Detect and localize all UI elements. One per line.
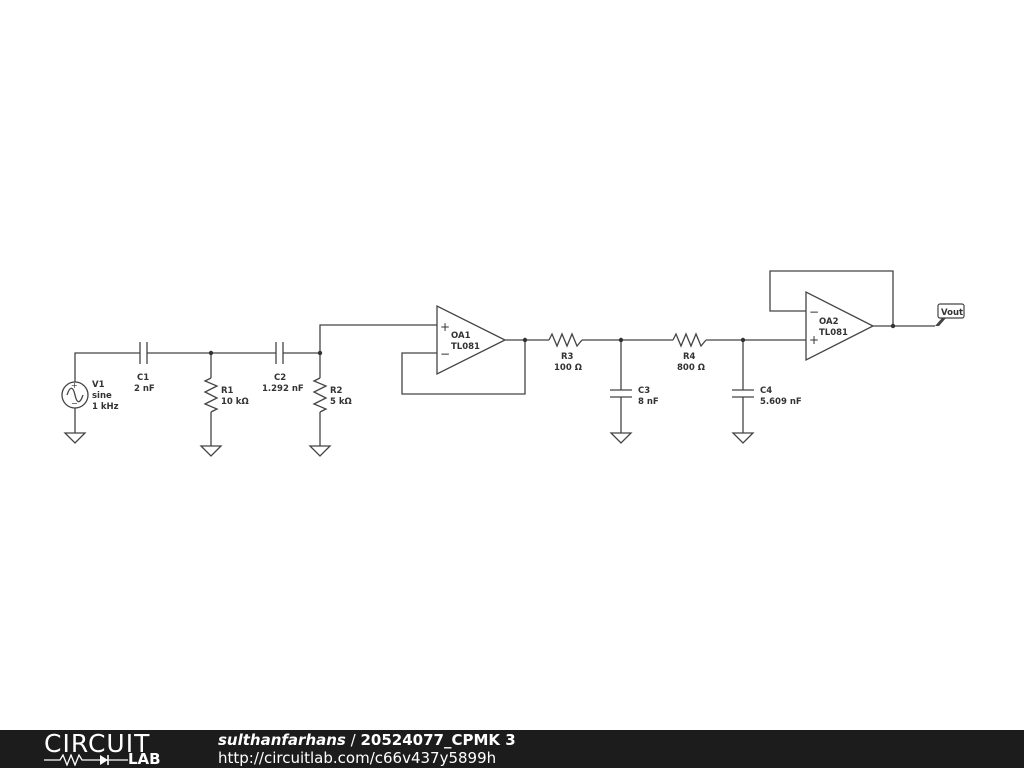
ground-icon xyxy=(731,432,755,444)
resistor-zigzag-icon xyxy=(672,332,707,348)
v1-value: 1 kHz xyxy=(92,402,119,412)
vout-box xyxy=(937,303,965,319)
oa2-model: TL081 xyxy=(819,328,848,338)
footer-bar: CIRCUIT LAB sulthanfarhans / 20524077_CP… xyxy=(0,730,1024,768)
oa2-plus-sign: + xyxy=(809,333,819,347)
v1-plus-sign: + xyxy=(71,381,78,390)
node-dot-r1 xyxy=(208,350,214,356)
v1-type: sine xyxy=(92,391,112,401)
resistor-r3[interactable]: R3 100 Ω xyxy=(548,332,583,373)
ground-icon xyxy=(308,445,332,457)
c2-value: 1.292 nF xyxy=(262,384,304,394)
capacitor-c2[interactable]: C2 1.292 nF xyxy=(262,342,304,394)
logo-resistor-diode-icon xyxy=(44,754,128,766)
capacitor-c1[interactable]: C1 2 nF xyxy=(134,342,155,394)
r1-value: 10 kΩ xyxy=(221,397,249,407)
c3-value: 8 nF xyxy=(638,397,659,407)
c1-name: C1 xyxy=(137,373,149,383)
opamp-triangle-icon xyxy=(805,290,875,362)
logo-text-circuit: CIRCUIT xyxy=(44,729,151,758)
c4-name: C4 xyxy=(760,386,772,396)
oa2-name: OA2 xyxy=(819,317,839,327)
ground-icon xyxy=(609,432,633,444)
r4-name: R4 xyxy=(683,352,696,362)
wire-oa1-feedback xyxy=(401,340,526,395)
circuit-url[interactable]: http://circuitlab.com/c66v437y5899h xyxy=(218,749,497,767)
wire-to-oa1-plus xyxy=(319,324,437,353)
capacitor-c4[interactable]: C4 5.609 nF xyxy=(732,386,802,407)
resistor-r2[interactable]: R2 5 kΩ xyxy=(312,377,352,413)
c3-name: C3 xyxy=(638,386,650,396)
c4-value: 5.609 nF xyxy=(760,397,802,407)
opamp-triangle-icon xyxy=(436,304,507,376)
r3-value: 100 Ω xyxy=(554,363,582,373)
c2-name: C2 xyxy=(274,373,286,383)
capacitor-c3[interactable]: C3 8 nF xyxy=(610,386,659,407)
oa1-model: TL081 xyxy=(451,342,480,352)
c1-value: 2 nF xyxy=(134,384,155,394)
wire-v1-c1 xyxy=(74,352,140,382)
r2-name: R2 xyxy=(330,386,343,396)
r4-value: 800 Ω xyxy=(677,363,705,373)
voltage-source-v1[interactable]: + − V1 sine 1 kHz xyxy=(61,380,119,412)
r3-name: R3 xyxy=(561,352,574,362)
oa1-plus-sign: + xyxy=(440,320,450,334)
node-dot-oa1-out xyxy=(522,337,528,343)
logo-text-lab: LAB xyxy=(128,750,161,768)
ground-icon xyxy=(199,445,223,457)
ground-icon xyxy=(63,432,87,444)
output-label-vout[interactable]: Vout xyxy=(935,303,965,326)
circuit-title[interactable]: 20524077_CPMK 3 xyxy=(360,731,516,749)
oa1-name: OA1 xyxy=(451,331,471,341)
node-dot-c4 xyxy=(740,337,746,343)
circuit-schematic: + − V1 sine 1 kHz C1 2 nF R1 10 kΩ C2 1.… xyxy=(61,270,965,457)
resistor-zigzag-icon xyxy=(203,377,219,413)
attribution-separator: / xyxy=(345,731,361,749)
node-dot-r2 xyxy=(317,350,323,356)
resistor-r1[interactable]: R1 10 kΩ xyxy=(203,377,249,413)
circuit-attribution: sulthanfarhans / 20524077_CPMK 3 xyxy=(218,731,516,749)
node-dot-c3 xyxy=(618,337,624,343)
v1-minus-sign: − xyxy=(71,399,78,408)
oa2-minus-sign: − xyxy=(809,305,819,319)
v1-name: V1 xyxy=(92,380,105,390)
resistor-zigzag-icon xyxy=(548,332,583,348)
oa1-minus-sign: − xyxy=(440,347,450,361)
wire-oa2-feedback xyxy=(769,270,894,326)
opamp-oa1[interactable]: + − OA1 TL081 xyxy=(436,304,507,376)
author-username[interactable]: sulthanfarhans xyxy=(218,731,346,749)
node-dot-oa2-out xyxy=(890,323,896,329)
wires xyxy=(74,270,935,446)
r2-value: 5 kΩ xyxy=(330,397,352,407)
grounds xyxy=(63,432,755,457)
resistor-r4[interactable]: R4 800 Ω xyxy=(672,332,707,373)
r1-name: R1 xyxy=(221,386,234,396)
vout-flag-icon xyxy=(935,318,946,326)
resistor-zigzag-icon xyxy=(312,377,328,413)
vout-text: Vout xyxy=(941,308,963,318)
sine-source-icon xyxy=(61,381,89,409)
sine-wave-icon xyxy=(66,387,84,403)
opamp-oa2[interactable]: − + OA2 TL081 xyxy=(805,290,875,362)
circuitlab-logo[interactable]: CIRCUIT LAB xyxy=(40,730,180,768)
node-dots xyxy=(208,323,896,356)
